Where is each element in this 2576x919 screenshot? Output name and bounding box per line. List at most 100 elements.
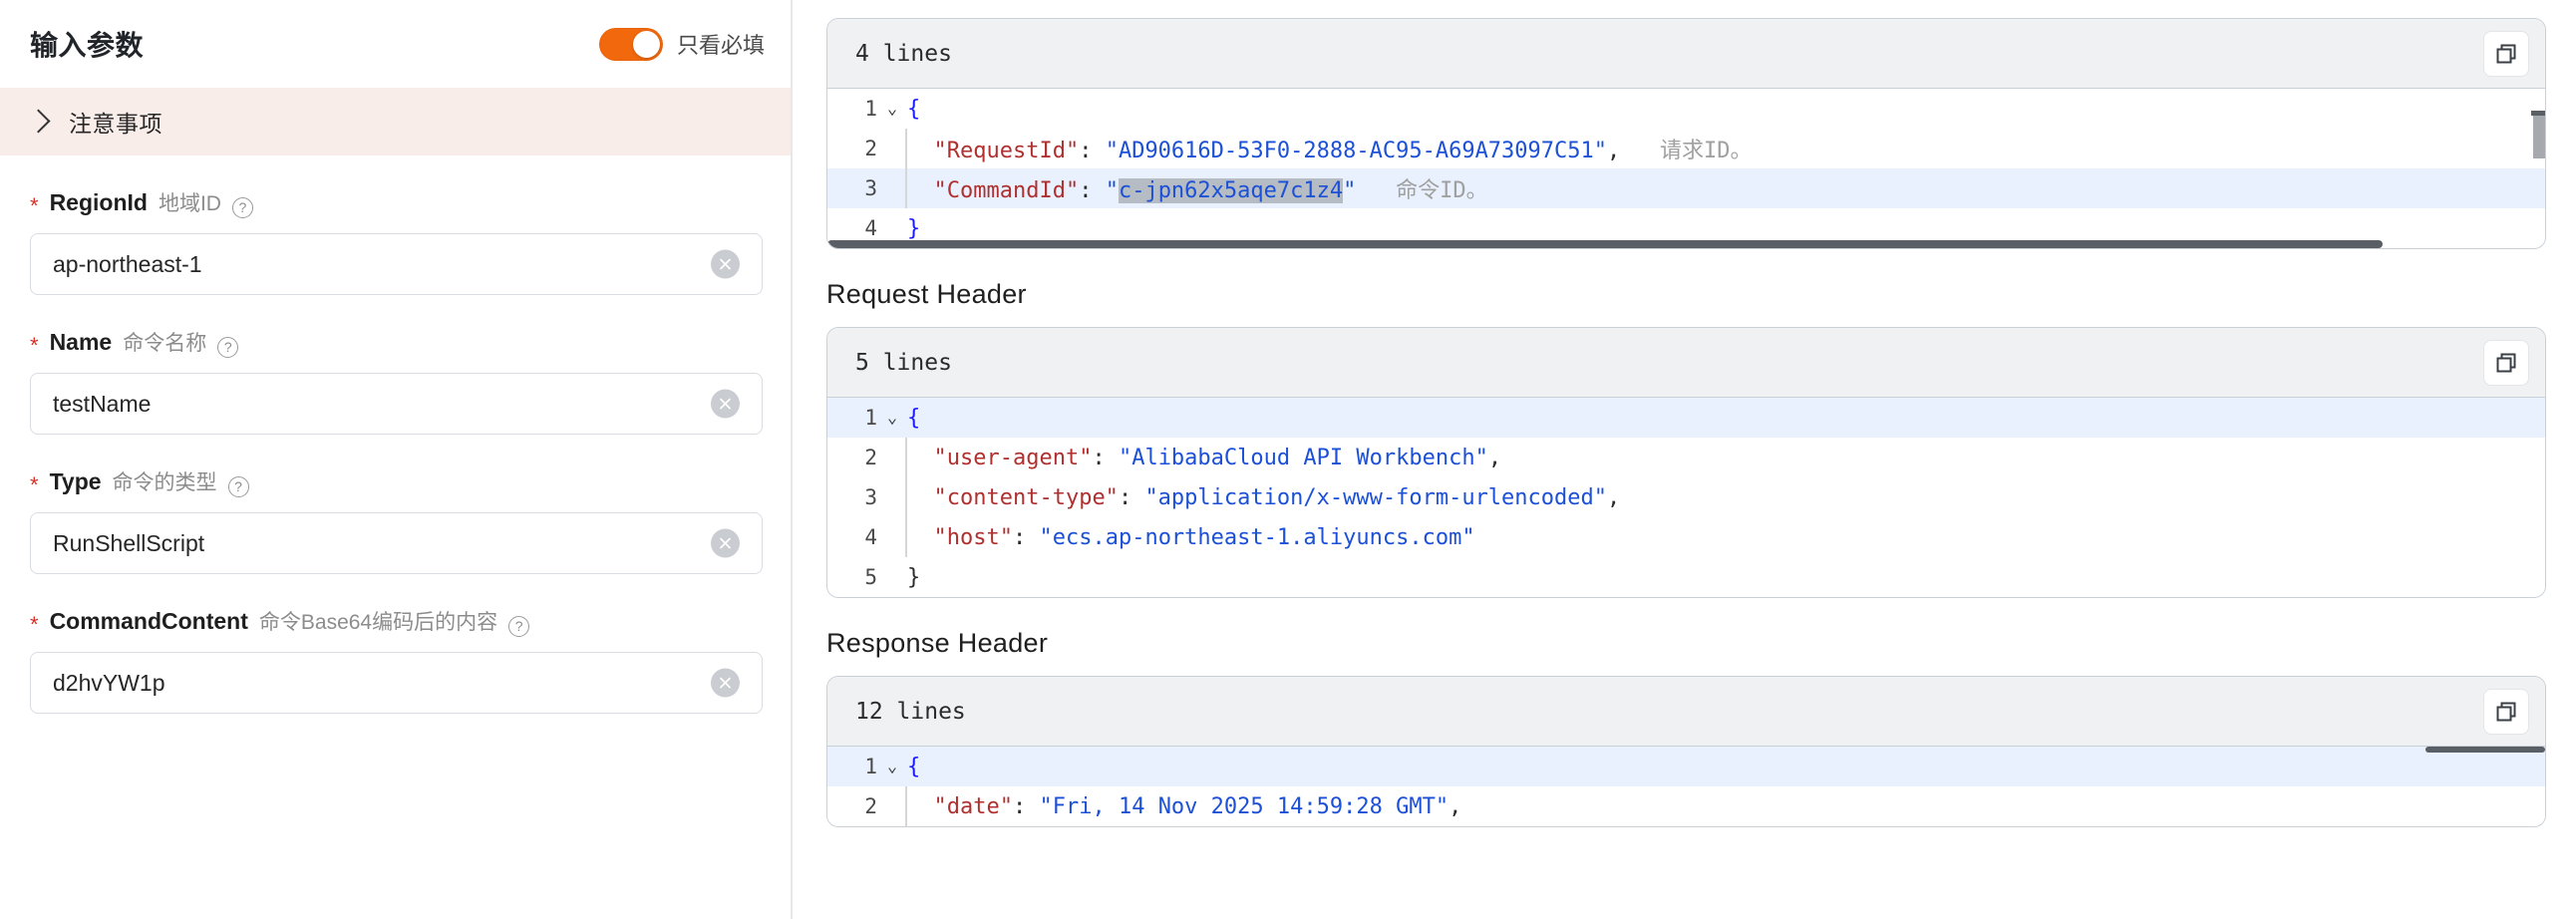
- line-number: 2: [864, 794, 877, 818]
- code-token: "host": [933, 524, 1013, 550]
- required-only-label: 只看必填: [676, 33, 765, 58]
- required-asterisk-icon: *: [30, 612, 39, 637]
- horizontal-scrollbar[interactable]: [827, 240, 2383, 248]
- line-number: 4: [864, 525, 877, 549]
- fold-chevron-down-icon[interactable]: ⌄: [886, 408, 898, 428]
- toggle-knob: [632, 30, 660, 58]
- indent-guide: [905, 438, 907, 477]
- clear-icon[interactable]: [711, 528, 740, 558]
- input-wrapper-commandcontent[interactable]: [30, 652, 763, 714]
- code-card-header-request-header: 5 lines: [827, 328, 2545, 398]
- copy-icon[interactable]: [2483, 339, 2529, 386]
- scrollbar-corner: [2531, 111, 2545, 116]
- name-input[interactable]: [53, 390, 700, 418]
- code-text: {: [907, 406, 920, 431]
- help-icon[interactable]: ?: [217, 337, 239, 358]
- clear-icon[interactable]: [711, 668, 740, 698]
- code-token: [907, 525, 934, 550]
- code-line: 3 "content-type": "application/x-www-for…: [827, 477, 2545, 517]
- field-regionid: * RegionId 地域ID ?: [30, 191, 763, 295]
- field-name-commandcontent: CommandContent: [49, 608, 248, 634]
- code-token: [907, 794, 934, 819]
- code-body-response-header[interactable]: 1⌄{2 "date": "Fri, 14 Nov 2025 14:59:28 …: [827, 747, 2545, 826]
- field-label-type: * Type 命令的类型 ?: [30, 470, 761, 497]
- code-body-response-body[interactable]: 1⌄{2 "RequestId": "AD90616D-53F0-2888-AC…: [827, 89, 2545, 248]
- required-only-toggle[interactable]: [598, 27, 663, 61]
- selected-text: c-jpn62x5aqe7c1z4: [1118, 178, 1344, 203]
- indent-guide: [905, 477, 907, 517]
- code-card-header-response-body: 4 lines: [827, 19, 2545, 89]
- clear-icon[interactable]: [711, 389, 740, 419]
- input-wrapper-name[interactable]: [30, 373, 763, 435]
- code-token: ": [1343, 178, 1357, 203]
- code-text: "CommandId": "c-jpn62x5aqe7c1z4" 命令ID。: [907, 172, 1488, 204]
- copy-icon[interactable]: [2483, 688, 2529, 735]
- field-name: * Name 命令名称 ?: [30, 329, 763, 435]
- panel-header-actions: 只看必填: [598, 27, 765, 61]
- code-line: 4}: [827, 208, 2545, 248]
- field-type: * Type 命令的类型 ?: [30, 470, 763, 574]
- copy-icon[interactable]: [2483, 30, 2529, 77]
- input-wrapper-type[interactable]: [30, 512, 763, 574]
- field-name-name: Name: [49, 329, 113, 355]
- field-label-name: * Name 命令名称 ?: [30, 329, 761, 358]
- field-desc-commandcontent: 命令Base64编码后的内容: [258, 611, 498, 634]
- code-text: "content-type": "application/x-www-form-…: [907, 484, 1621, 510]
- help-icon[interactable]: ?: [231, 197, 253, 218]
- vertical-scrollbar[interactable]: [2533, 115, 2545, 158]
- code-token: "user-agent": [933, 445, 1093, 470]
- fold-chevron-down-icon[interactable]: ⌄: [886, 99, 898, 119]
- field-label-commandcontent: * CommandContent 命令Base64编码后的内容 ?: [30, 608, 761, 637]
- required-asterisk-icon: *: [30, 472, 39, 497]
- code-token: "content-type": [933, 484, 1119, 510]
- code-line: 2 "user-agent": "AlibabaCloud API Workbe…: [827, 438, 2545, 477]
- indent-guide: [905, 129, 907, 168]
- commandcontent-input[interactable]: [53, 669, 700, 697]
- code-text: "host": "ecs.ap-northeast-1.aliyuncs.com…: [907, 525, 1475, 550]
- field-desc-regionid: 地域ID: [158, 192, 221, 215]
- code-body-request-header[interactable]: 1⌄{2 "user-agent": "AlibabaCloud API Wor…: [827, 398, 2545, 597]
- input-wrapper-regionid[interactable]: [30, 233, 763, 295]
- line-number: 5: [864, 565, 877, 589]
- code-token: ": [1105, 178, 1119, 203]
- clear-icon[interactable]: [711, 249, 740, 279]
- parameters-form: * RegionId 地域ID ? * Name 命令名称: [0, 191, 791, 714]
- code-text: {: [907, 755, 920, 779]
- required-asterisk-icon: *: [30, 333, 39, 358]
- line-number: 2: [864, 446, 877, 469]
- code-card-header-response-header: 12 lines: [827, 677, 2545, 747]
- input-parameters-panel: 输入参数 只看必填 注意事项 * RegionId 地域ID ?: [0, 0, 793, 919]
- code-token: "CommandId": [933, 178, 1080, 203]
- line-number: 3: [864, 176, 877, 200]
- inline-comment: 命令ID。: [1356, 178, 1488, 203]
- horizontal-scrollbar[interactable]: [2425, 747, 2545, 753]
- notice-label: 注意事项: [69, 111, 162, 137]
- section-title-request-header: Request Header: [826, 279, 1027, 309]
- code-token: [907, 485, 934, 510]
- code-line: 1 ⌄ {: [827, 747, 2545, 786]
- code-text: "user-agent": "AlibabaCloud API Workbenc…: [907, 445, 1502, 470]
- code-token: "application/x-www-form-urlencoded": [1144, 484, 1608, 510]
- line-number: 1: [864, 755, 877, 778]
- notice-section-header[interactable]: 注意事项: [0, 88, 791, 155]
- code-token: ,: [1487, 445, 1502, 470]
- field-commandcontent: * CommandContent 命令Base64编码后的内容 ?: [30, 608, 763, 714]
- regionid-input[interactable]: [53, 250, 700, 278]
- code-token: :: [1079, 178, 1106, 203]
- field-desc-type: 命令的类型: [112, 471, 217, 494]
- line-count-label: 12 lines: [855, 698, 966, 725]
- code-token: "AD90616D-53F0-2888-AC95-A69A73097C51": [1105, 139, 1608, 163]
- indent-guide: [905, 168, 907, 208]
- code-token: {: [907, 405, 921, 431]
- fold-chevron-down-icon[interactable]: ⌄: [886, 757, 898, 776]
- type-input[interactable]: [53, 529, 700, 557]
- help-icon[interactable]: ?: [508, 616, 530, 637]
- code-token: {: [907, 96, 921, 122]
- help-icon[interactable]: ?: [227, 476, 249, 497]
- code-token: "ecs.ap-northeast-1.aliyuncs.com": [1039, 524, 1475, 550]
- section-title-response-header: Response Header: [826, 628, 1049, 658]
